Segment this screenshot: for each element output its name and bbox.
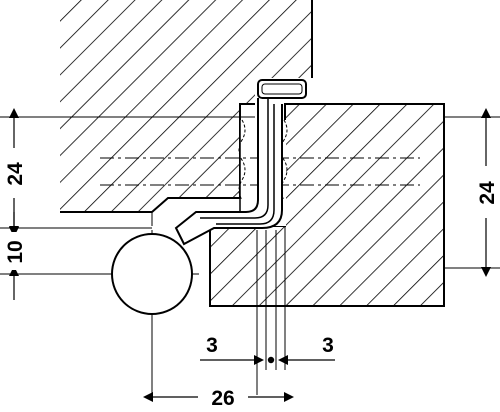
- dimension-label-right: 24: [476, 181, 499, 205]
- center-point-dot: [267, 356, 275, 364]
- dimension-right: 24: [474, 108, 499, 277]
- hinge-body: [111, 79, 307, 315]
- dimension-left-upper: 24: [3, 108, 27, 237]
- dimension-bottom-gaps: 3 3: [200, 334, 335, 365]
- dimension-left-lower: 10: [3, 212, 27, 300]
- dimension-bottom-overall: 26: [143, 384, 294, 410]
- dimension-label-overall: 26: [211, 387, 234, 410]
- dimension-label-left-upper: 24: [4, 162, 27, 186]
- dimension-label-gap-left: 3: [206, 334, 218, 357]
- dimension-label-gap-right: 3: [322, 334, 334, 357]
- dimension-label-left-lower: 10: [4, 240, 27, 263]
